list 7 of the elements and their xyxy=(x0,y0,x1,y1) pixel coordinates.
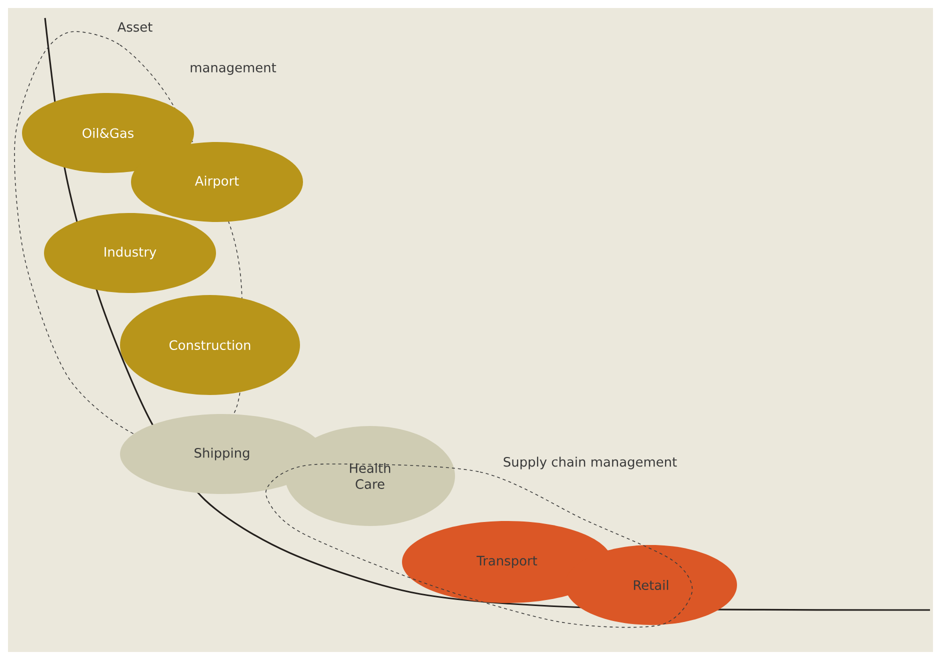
node-label: Shipping xyxy=(194,448,250,460)
node-label: Transport xyxy=(476,556,538,568)
node-label: Health Care xyxy=(350,463,390,489)
region-label: Supply chain management xyxy=(504,456,677,470)
node-label: Retail xyxy=(634,580,668,590)
region-label: Asset xyxy=(117,22,152,32)
region-label: management xyxy=(190,63,276,75)
